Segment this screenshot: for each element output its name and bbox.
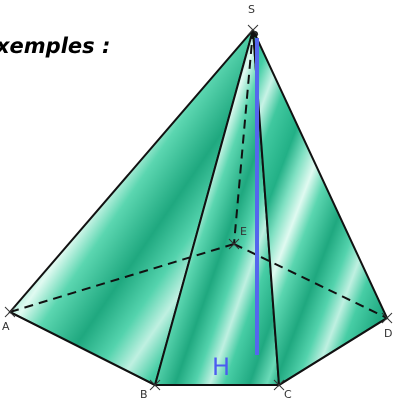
vertex-label-b: B [140,388,148,401]
height-label: H [212,353,230,381]
apex-point [252,31,258,37]
heading: xemples : [0,34,110,58]
vertex-label-a: A [2,320,10,333]
vertex-label-s: S [248,3,255,16]
vertex-label-c: C [284,388,292,401]
vertex-label-d: D [384,327,392,340]
edge-ab [9,311,156,386]
hidden-edge-se [233,29,254,245]
vertex-label-e: E [240,225,247,238]
vertex-marks [4,24,393,391]
hidden-edge-ea [9,243,235,313]
edge-cd [278,317,388,386]
hidden-edge-ed [233,243,388,319]
